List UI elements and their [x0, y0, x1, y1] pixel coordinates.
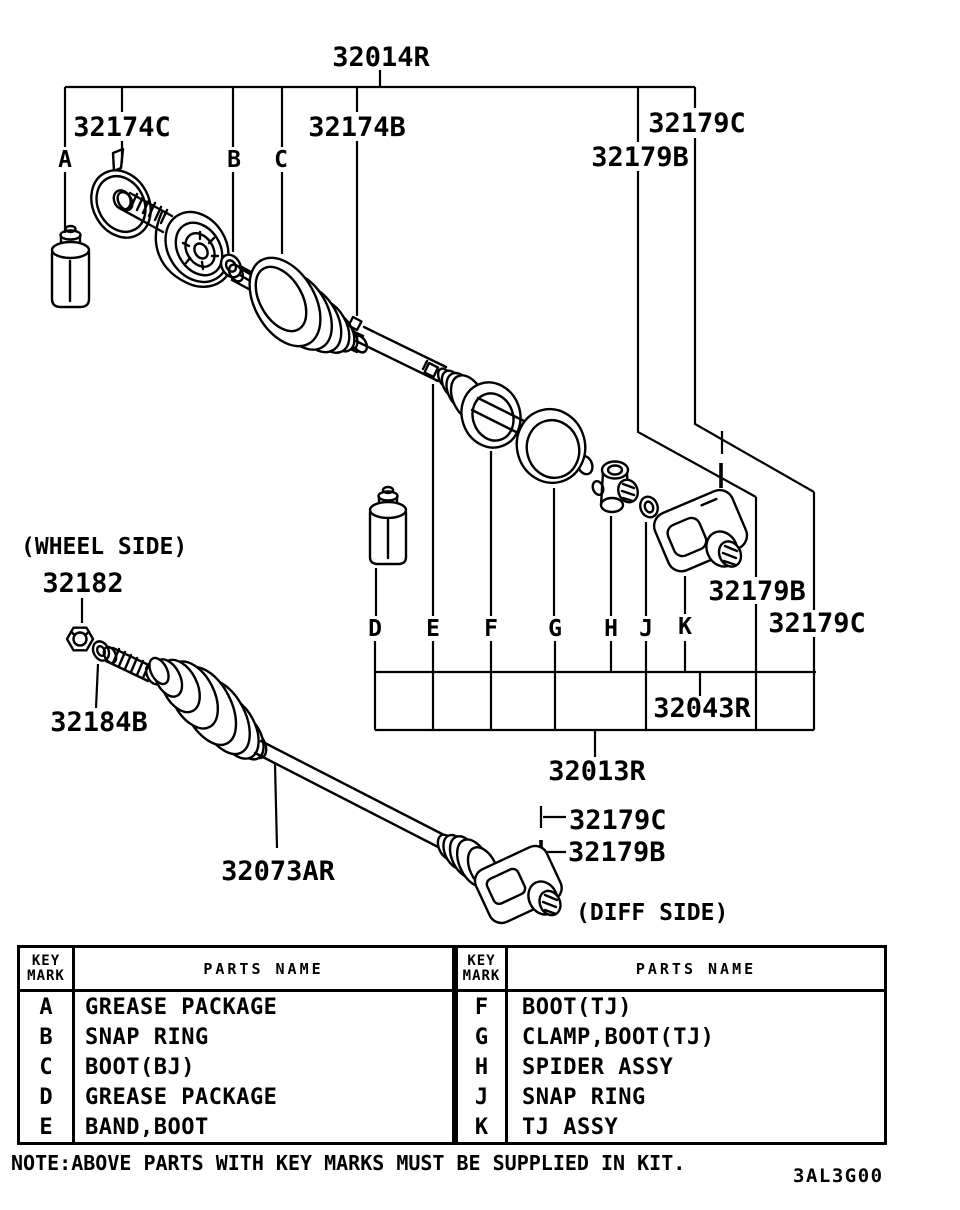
table-row: D GREASE PACKAGE: [20, 1082, 452, 1112]
parts-name-cell: BOOT(TJ): [522, 994, 632, 1020]
lower-axle-drawing: [65, 626, 563, 925]
washer: [91, 640, 111, 662]
callout-32179c-top: 32179C: [648, 108, 746, 139]
key-mark-k: K: [678, 614, 692, 640]
callout-32182: 32182: [42, 568, 123, 599]
callout-32014r: 32014R: [332, 42, 430, 73]
callout-32174c: 32174C: [73, 112, 171, 143]
key-cell: E: [20, 1112, 75, 1142]
callout-32179c-mid: 32179C: [768, 608, 866, 639]
parts-name-cell: SPIDER ASSY: [522, 1054, 674, 1080]
parts-name-cell: CLAMP,BOOT(TJ): [522, 1024, 715, 1050]
key-cell: H: [458, 1052, 508, 1082]
key-cell: A: [20, 992, 75, 1022]
key-mark-j: J: [639, 616, 653, 642]
key-mark-c: C: [274, 147, 288, 173]
diff-side-label: (DIFF SIDE): [576, 900, 728, 926]
callout-32174b: 32174B: [308, 112, 406, 143]
callout-leader-lines: [63, 70, 816, 863]
key-header-line2: MARK: [27, 967, 65, 984]
table-row: K TJ ASSY: [458, 1112, 884, 1142]
key-header-line2: MARK: [462, 967, 501, 984]
callout-32073ar: 32073AR: [221, 856, 336, 887]
callout-32179b-top: 32179B: [591, 142, 689, 173]
parts-name-cell: SNAP RING: [85, 1024, 209, 1050]
boot-bj: [248, 256, 369, 354]
key-cell: C: [20, 1052, 75, 1082]
label-backgrounds: [70, 112, 872, 784]
callout-32043r: 32043R: [653, 693, 751, 724]
snap-ring-b: [219, 253, 243, 279]
parts-name-cell: GREASE PACKAGE: [85, 994, 278, 1020]
key-mark-header: KEY MARK: [20, 948, 75, 989]
table-row: F BOOT(TJ): [458, 992, 884, 1022]
key-mark-d: D: [368, 616, 382, 642]
kit-note: NOTE:ABOVE PARTS WITH KEY MARKS MUST BE …: [11, 1151, 686, 1175]
grease-package-a: [50, 224, 91, 309]
spider-assy: [591, 460, 639, 514]
key-mark-h: H: [604, 616, 618, 642]
table-row: H SPIDER ASSY: [458, 1052, 884, 1082]
clamp-boot-tj: [515, 407, 587, 485]
key-cell: B: [20, 1022, 75, 1052]
grease-package-d: [368, 485, 408, 566]
parts-name-cell: TJ ASSY: [522, 1114, 619, 1140]
dust-shield: [90, 147, 152, 239]
parts-name-cell: GREASE PACKAGE: [85, 1084, 278, 1110]
key-mark-f: F: [484, 616, 498, 642]
hub-nut: [65, 626, 95, 652]
lower-shaft: [253, 739, 448, 850]
table-row: A GREASE PACKAGE: [20, 992, 452, 1022]
callout-32013r: 32013R: [548, 756, 646, 787]
callout-32184b: 32184B: [50, 707, 148, 738]
callout-32179b-diff: 32179B: [568, 837, 666, 868]
key-cell: D: [20, 1082, 75, 1112]
parts-name-header: PARTS NAME: [635, 959, 757, 978]
key-mark-a: A: [58, 147, 72, 173]
table-row: C BOOT(BJ): [20, 1052, 452, 1082]
upper-shaft: [354, 325, 448, 383]
parts-name-cell: BAND,BOOT: [85, 1114, 209, 1140]
callout-32179b-mid: 32179B: [708, 576, 806, 607]
key-cell: F: [458, 992, 508, 1022]
doc-code: 3AL3G00: [793, 1165, 884, 1187]
table-row: E BAND,BOOT: [20, 1112, 452, 1142]
key-header-line1: KEY: [31, 952, 61, 969]
table-row: B SNAP RING: [20, 1022, 452, 1052]
key-mark-b: B: [227, 147, 241, 173]
bj-joint: [154, 210, 230, 288]
key-header-line1: KEY: [467, 952, 496, 969]
tj-assy: [652, 488, 749, 573]
parts-table-right: KEY MARK PARTS NAME F BOOT(TJ) G CLAMP,B…: [455, 945, 887, 1145]
key-cell: J: [458, 1082, 508, 1112]
snap-ring-j: [639, 495, 659, 519]
diff-side-joint: [473, 844, 563, 925]
upper-axle-drawing: [50, 147, 749, 573]
parts-name-header: PARTS NAME: [203, 959, 324, 978]
parts-name-cell: BOOT(BJ): [85, 1054, 195, 1080]
callout-32179c-diff: 32179C: [569, 805, 667, 836]
boot-tj: [436, 367, 522, 449]
key-mark-header: KEY MARK: [458, 948, 508, 989]
parts-name-cell: SNAP RING: [522, 1084, 646, 1110]
table-row: J SNAP RING: [458, 1082, 884, 1112]
wheel-side-joint-boot: [148, 656, 268, 761]
boot-band-e: [421, 359, 440, 379]
key-cell: K: [458, 1112, 508, 1142]
key-mark-g: G: [548, 616, 562, 642]
wheel-side-label: (WHEEL SIDE): [21, 534, 187, 560]
key-mark-e: E: [426, 616, 440, 642]
table-row: G CLAMP,BOOT(TJ): [458, 1022, 884, 1052]
key-cell: G: [458, 1022, 508, 1052]
parts-table-left: KEY MARK PARTS NAME A GREASE PACKAGE B S…: [17, 945, 455, 1145]
axle-exploded-diagram: 32014R 32174C 32174B 32179C 32179B 32179…: [21, 42, 872, 926]
